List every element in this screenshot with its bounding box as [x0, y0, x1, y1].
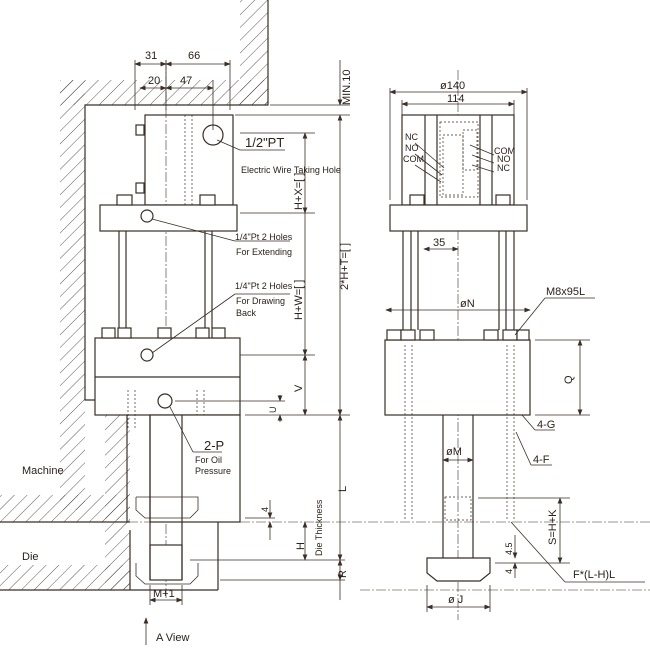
oil-purpose-2: Pressure: [195, 466, 231, 476]
extend-holes-label: 1/4"Pt 2 Holes: [235, 232, 293, 242]
dim-4-right: 4: [504, 569, 514, 574]
dim-l: L: [337, 486, 349, 492]
dim-4-left: 4: [260, 507, 270, 512]
tie-rods-right: [402, 231, 515, 330]
switch-left-no: NO: [405, 143, 419, 153]
extend-purpose-label: For Extending: [236, 247, 292, 257]
dim-31: 31: [145, 50, 157, 62]
draw-purpose-label-2: Back: [236, 308, 257, 318]
oil-purpose-1: For Oil: [195, 455, 222, 465]
dim-d140: ø140: [440, 80, 465, 92]
piston-rod-right: [426, 415, 491, 582]
dim-dj: ø J: [448, 594, 463, 606]
switch-right-no: NO: [497, 154, 511, 164]
port-half-pt: 1/2"PT: [245, 135, 284, 150]
callouts-left: 1/2"PT Electric Wire Taking Hole 1/4"Pt …: [151, 135, 341, 476]
dim-20: 20: [148, 75, 160, 87]
dim-114: 114: [447, 93, 465, 105]
dim-dm: øM: [446, 446, 462, 458]
dim-r: R: [337, 570, 349, 578]
die-label: Die: [22, 551, 39, 563]
dim-m-plus-1: M+1: [153, 588, 175, 600]
dimensions-right: ø140 114 35 øN M8x95L Q 4-G 4-F øM S=H+K…: [385, 80, 645, 612]
dim-47: 47: [180, 75, 192, 87]
upper-plate-right: [389, 204, 528, 232]
dim-s: S=H+K: [547, 509, 559, 545]
switch-right-nc: NC: [497, 163, 510, 173]
cylinder-body-right: [384, 329, 531, 520]
dim-4-5: 4.5: [504, 542, 514, 555]
upper-plate-left: [99, 194, 238, 232]
die-thickness-label: Die Thickness: [314, 499, 324, 556]
switch-labels: NC NO COM COM NO NC: [403, 132, 515, 183]
dim-dn: øN: [460, 298, 475, 310]
dim-2h-t: 2*H+T=[ ]: [339, 243, 351, 290]
machine-label: Machine: [22, 465, 64, 477]
rod-housing-left: [135, 414, 241, 590]
dim-35: 35: [433, 237, 445, 249]
a-view-label: A View: [156, 632, 189, 644]
tie-rods-left: [118, 231, 213, 328]
oil-port-label: 2-P: [204, 438, 224, 453]
dim-min10: MIN.10: [341, 70, 353, 105]
dim-v: V: [293, 384, 305, 392]
vertical-dimensions-left: MIN.10 2*H+T=[ ] H+X=[ ] H+W=[ ] V U L 4…: [149, 60, 353, 605]
electric-wire-label: Electric Wire Taking Hole: [241, 165, 341, 175]
t-slot-foot: [426, 557, 491, 582]
dim-66: 66: [188, 50, 200, 62]
dim-h-w: H+W=[ ]: [293, 280, 305, 320]
bolt-m8x95l: M8x95L: [546, 286, 585, 298]
dim-u: U: [268, 407, 278, 414]
dim-h-x: H+X=[ ]: [293, 173, 305, 210]
dim-q: Q: [563, 375, 575, 384]
switch-right-com: COM: [494, 146, 515, 156]
callout-4f: 4-F: [533, 454, 550, 466]
draw-holes-label: 1/4"Pt 2 Holes: [235, 281, 293, 291]
switch-left-nc: NC: [405, 132, 418, 142]
draw-purpose-label-1: For Drawing: [236, 296, 285, 306]
machine-wall: [0, 0, 269, 523]
callout-f-l-h: F*(L-H)L: [573, 569, 615, 581]
switch-left-com: COM: [403, 154, 424, 164]
cylinder-head-left: [135, 114, 234, 206]
die-block: [0, 522, 218, 591]
dim-h: H: [295, 542, 307, 550]
top-dimensions-left: 31 66 20 47: [134, 50, 231, 130]
callout-4g: 4-G: [537, 419, 555, 431]
